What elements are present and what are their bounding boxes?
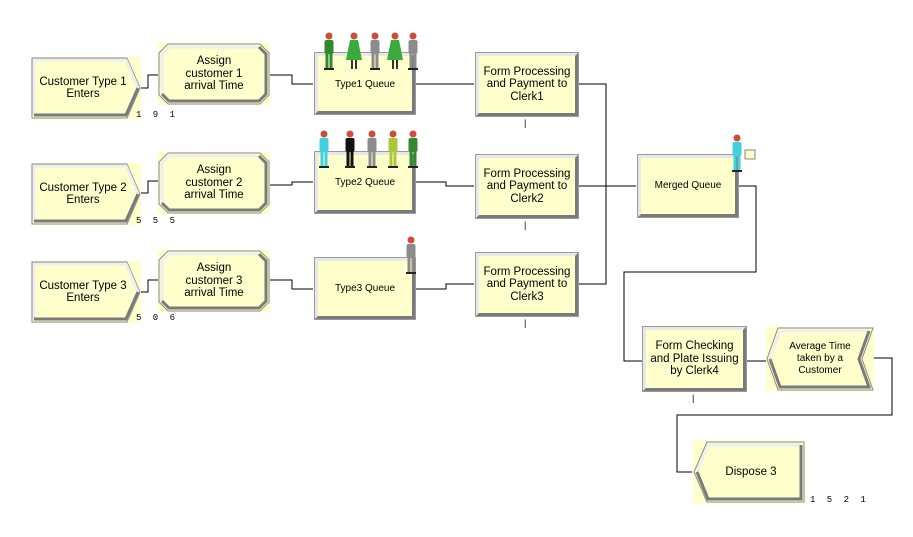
assign-shape bbox=[158, 152, 270, 214]
process-module-clerk1[interactable]: Form Processing and Payment to Clerk1 bbox=[475, 52, 579, 117]
queue-module-type3[interactable]: Type3 Queue bbox=[314, 257, 416, 320]
module-label: Customer Type 1 Enters bbox=[39, 75, 127, 101]
module-label: Assign customer 1 arrival Time bbox=[184, 55, 244, 93]
connector-queue2-process2 bbox=[414, 181, 474, 187]
connector-create2-assign2 bbox=[140, 180, 158, 194]
process-module-clerk4[interactable]: Form Checking and Plate Issuing by Clerk… bbox=[642, 326, 747, 392]
module-label: Merged Queue bbox=[654, 180, 722, 191]
module-label: Assign customer 3 arrival Time bbox=[184, 262, 244, 300]
connector-assign2-queue2 bbox=[269, 181, 313, 186]
dispose-counter: 1 5 2 1 bbox=[810, 495, 869, 505]
create1-counter: 1 9 1 bbox=[136, 110, 179, 120]
assign-module-customer-3[interactable]: Assign customer 3 arrival Time bbox=[158, 250, 270, 312]
module-label: Form Processing and Payment to Clerk3 bbox=[483, 265, 571, 303]
entity-icon bbox=[370, 32, 380, 70]
assign-shape bbox=[158, 43, 270, 105]
entity-icon bbox=[406, 236, 416, 274]
entity-icon bbox=[367, 130, 377, 168]
entity-icon bbox=[408, 32, 418, 70]
connector-create3-assign3 bbox=[140, 279, 158, 293]
module-label: Form Processing and Payment to Clerk1 bbox=[483, 65, 571, 103]
create-shape bbox=[31, 261, 141, 323]
create-shape bbox=[31, 57, 141, 119]
entity-icon bbox=[732, 134, 742, 172]
create-shape bbox=[31, 163, 141, 225]
create3-counter: 5 0 6 bbox=[136, 313, 179, 323]
module-label: Type3 Queue bbox=[334, 282, 396, 294]
create-module-customer-type-3[interactable]: Customer Type 3 Enters bbox=[31, 261, 141, 323]
connector-process3-merged bbox=[578, 186, 607, 285]
module-label: Customer Type 3 Enters bbox=[39, 279, 127, 305]
dispose-shape bbox=[693, 441, 805, 503]
module-label: Form Checking and Plate Issuing by Clerk… bbox=[650, 340, 739, 378]
entity-icon bbox=[345, 130, 355, 168]
assign-module-customer-1[interactable]: Assign customer 1 arrival Time bbox=[158, 43, 270, 105]
module-label: Type2 Queue bbox=[334, 176, 396, 188]
entity-icon bbox=[324, 32, 334, 70]
entity-icon bbox=[408, 130, 418, 168]
connector-assign3-queue3 bbox=[269, 279, 313, 290]
queue-module-merged[interactable]: Merged Queue bbox=[637, 154, 739, 218]
process2-busy-marker: | bbox=[524, 220, 527, 230]
connector-record-dispose bbox=[676, 357, 893, 473]
process3-busy-marker: | bbox=[524, 318, 527, 328]
process-module-clerk3[interactable]: Form Processing and Payment to Clerk3 bbox=[475, 252, 579, 317]
assign-shape bbox=[158, 250, 270, 312]
process1-busy-marker: | bbox=[524, 118, 527, 128]
assign-module-customer-2[interactable]: Assign customer 2 arrival Time bbox=[158, 152, 270, 214]
create-module-customer-type-2[interactable]: Customer Type 2 Enters bbox=[31, 163, 141, 225]
connector-assign1-queue1 bbox=[269, 74, 313, 85]
entity-icon bbox=[346, 32, 362, 69]
entity-icon bbox=[388, 130, 398, 168]
queue-module-type2[interactable]: Type2 Queue bbox=[314, 151, 416, 214]
process-module-clerk2[interactable]: Form Processing and Payment to Clerk2 bbox=[475, 154, 579, 219]
document-icon bbox=[744, 149, 756, 160]
module-label: Customer Type 2 Enters bbox=[39, 181, 127, 207]
create-module-customer-type-1[interactable]: Customer Type 1 Enters bbox=[31, 57, 141, 119]
entity-icon bbox=[387, 32, 403, 69]
process4-busy-marker: | bbox=[692, 393, 695, 403]
connector-merged-process4 bbox=[623, 185, 757, 362]
module-label: Assign customer 2 arrival Time bbox=[184, 164, 244, 202]
record-shape bbox=[766, 327, 874, 391]
connector-create1-assign1 bbox=[140, 74, 158, 89]
entity-icon bbox=[319, 130, 329, 168]
create2-counter: 5 5 5 bbox=[136, 216, 179, 226]
module-label: Dispose 3 bbox=[725, 465, 777, 478]
module-label: Average Time taken by a Customer bbox=[789, 341, 851, 376]
dispose-module[interactable]: Dispose 3 bbox=[693, 441, 805, 503]
record-module-average-time[interactable]: Average Time taken by a Customer bbox=[766, 327, 874, 391]
module-label: Type1 Queue bbox=[334, 78, 396, 90]
connector-queue3-process3 bbox=[414, 283, 474, 290]
module-label: Form Processing and Payment to Clerk2 bbox=[483, 167, 571, 205]
